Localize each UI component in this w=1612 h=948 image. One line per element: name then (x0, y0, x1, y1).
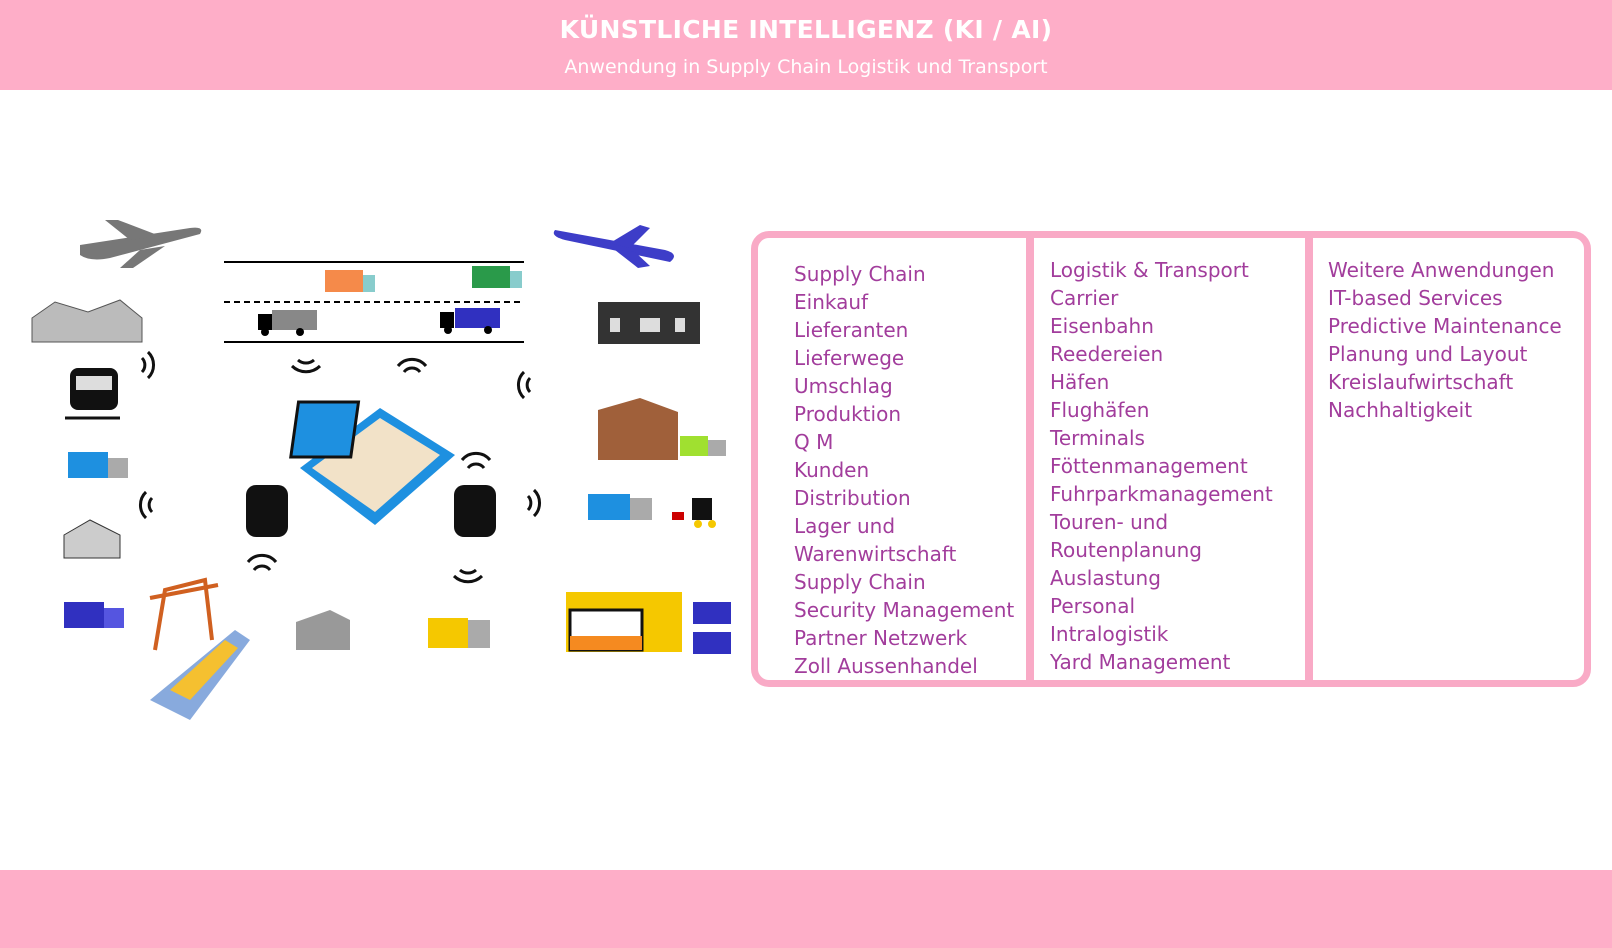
forklift-icon (672, 498, 716, 528)
list-item: Supply Chain (794, 262, 926, 286)
factory-icon (598, 398, 726, 460)
tablet-icon (289, 400, 455, 525)
list-item: Partner Netzwerk (794, 626, 968, 650)
further-applications-column: Weitere Anwendungen IT-based Services Pr… (1328, 256, 1562, 424)
logistics-illustration (31, 220, 731, 720)
list-item: Nachhaltigkeit (1328, 398, 1473, 422)
list-item: Lager und (794, 514, 896, 538)
crane-icon (149, 577, 219, 651)
list-item: Intralogistik (1050, 622, 1169, 646)
list-item: Yard Management (1050, 650, 1231, 674)
list-item: Flughäfen (1050, 398, 1150, 422)
list-item: Häfen (1050, 370, 1110, 394)
airplane-gray-icon (80, 220, 202, 268)
truck-icon (64, 602, 124, 628)
list-item: Warenwirtschaft (794, 542, 957, 566)
list-item: Auslastung (1050, 566, 1161, 590)
list-item: Lieferanten (794, 318, 909, 342)
list-item: Distribution (794, 486, 911, 510)
list-item: Logistik & Transport (1050, 258, 1249, 282)
supply-chain-column: Supply Chain Einkauf Lieferanten Lieferw… (794, 260, 1014, 680)
list-item: Weitere Anwendungen (1328, 258, 1555, 282)
truck-icon (258, 310, 317, 336)
airplane-blue-icon (553, 225, 674, 268)
logistics-column: Logistik & Transport Carrier Eisenbahn R… (1050, 256, 1273, 676)
list-item: Einkauf (794, 290, 869, 314)
list-item: Produktion (794, 402, 901, 426)
list-item: Zoll Aussenhandel (794, 654, 978, 678)
list-item: Eisenbahn (1050, 314, 1154, 338)
warehouse-icon (31, 299, 143, 343)
factory-icon (598, 302, 700, 344)
page-title: KÜNSTLICHE INTELLIGENZ (KI / AI) (559, 15, 1053, 44)
footer-banner (0, 870, 1612, 948)
wireless-signal-icon (139, 350, 541, 584)
column-divider (1305, 238, 1313, 680)
list-item: Fuhrparkmanagement (1050, 482, 1273, 506)
list-item: Carrier (1050, 286, 1119, 310)
list-item: IT-based Services (1328, 286, 1503, 310)
column-divider (1026, 238, 1034, 680)
list-item: Föttenmanagement (1050, 454, 1248, 478)
train-icon (65, 368, 120, 420)
truck-icon (588, 494, 652, 520)
truck-icon (428, 618, 490, 648)
warehouse-icon (296, 610, 350, 650)
rfid-reader-icon (246, 485, 496, 537)
distribution-center-icon (566, 592, 731, 654)
list-item: Reedereien (1050, 342, 1164, 366)
list-item: Routenplanung (1050, 538, 1202, 562)
road-icon (224, 261, 524, 343)
list-item: Kreislaufwirtschaft (1328, 370, 1514, 394)
list-item: Umschlag (794, 374, 893, 398)
page-subtitle: Anwendung in Supply Chain Logistik und T… (564, 56, 1048, 78)
list-item: Lieferwege (794, 346, 905, 370)
list-item: Touren- und (1050, 510, 1169, 534)
list-item: Q M (794, 430, 834, 454)
ship-icon (150, 630, 250, 720)
truck-icon (68, 452, 128, 478)
header-banner: KÜNSTLICHE INTELLIGENZ (KI / AI) Anwendu… (0, 0, 1612, 90)
truck-icon (472, 266, 522, 288)
applications-panel: Supply Chain Einkauf Lieferanten Lieferw… (751, 231, 1591, 687)
truck-icon (325, 270, 375, 292)
list-item: Kunden (794, 458, 870, 482)
warehouse-icon (63, 519, 121, 559)
list-item: Terminals (1050, 426, 1145, 450)
truck-icon (440, 308, 500, 334)
list-item: Supply Chain (794, 570, 926, 594)
list-item: Security Management (794, 598, 1015, 622)
list-item: Predictive Maintenance (1328, 314, 1562, 338)
list-item: Planung und Layout (1328, 342, 1528, 366)
list-item: Personal (1050, 594, 1136, 618)
